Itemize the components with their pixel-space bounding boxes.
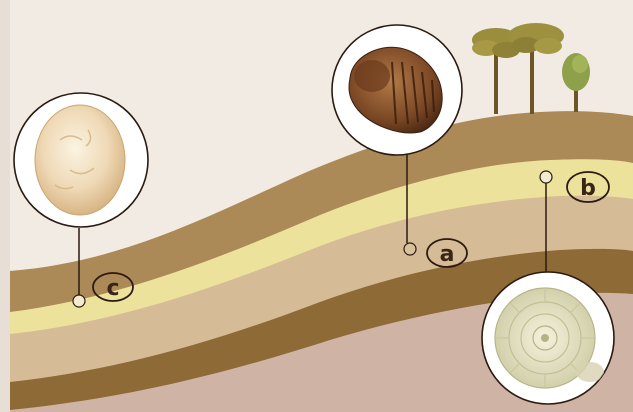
callout-ammonite [482,272,614,404]
fossil-location-c [73,295,85,307]
fossil-location-b [540,171,552,183]
left-scan-edge [0,0,10,412]
label-b-text: b [580,176,596,201]
callout-egg [14,93,148,227]
callout-trilobite [332,25,462,155]
fossil-location-a [404,243,416,255]
label-a-text: a [440,242,455,267]
label-c-text: c [106,276,119,301]
egg-fossil-image [35,105,125,215]
